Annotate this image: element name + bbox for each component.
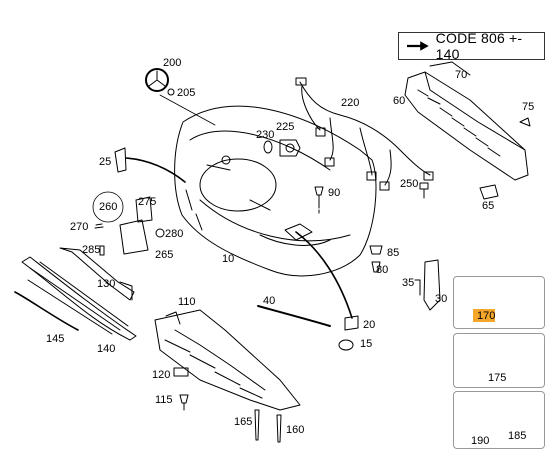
part-label-80[interactable]: 80: [376, 264, 388, 276]
lower-grille-drawing: [14, 247, 137, 341]
part-label-165[interactable]: 165: [234, 416, 252, 428]
part-label-30[interactable]: 30: [435, 293, 447, 305]
part-label-140[interactable]: 140: [97, 343, 115, 355]
impact-absorber-drawing: [404, 61, 531, 181]
part-label-35[interactable]: 35: [402, 277, 414, 289]
code-note-text: CODE 806 +- 140: [435, 30, 523, 62]
part-label-85[interactable]: 85: [387, 247, 399, 259]
part-label-275[interactable]: 275: [138, 196, 156, 208]
sensor-drawing: [263, 139, 301, 157]
part-label-260[interactable]: 260: [99, 201, 117, 213]
part-label-220[interactable]: 220: [341, 97, 359, 109]
part-label-65[interactable]: 65: [482, 200, 494, 212]
code-note-box: CODE 806 +- 140: [398, 30, 545, 62]
emblem-drawing: [145, 68, 216, 126]
inset-panel-170: [453, 276, 545, 329]
part-label-225[interactable]: 225: [276, 121, 294, 133]
part-label-200[interactable]: 200: [163, 57, 181, 69]
part-label-40[interactable]: 40: [263, 295, 275, 307]
part-label-145[interactable]: 145: [46, 333, 64, 345]
part-label-10[interactable]: 10: [222, 253, 234, 265]
part-label-280[interactable]: 280: [165, 228, 183, 240]
part-label-25[interactable]: 25: [99, 156, 111, 168]
license-bracket-drawing: [92, 191, 165, 256]
side-parts-drawing: [369, 245, 441, 311]
part-labels: 200 205 220 60 70 75 225 230 25 90 250 6…: [46, 57, 534, 436]
inset-panel-185: [453, 391, 545, 449]
inset-panel-175: [453, 333, 545, 388]
bumper-cover-drawing: [174, 105, 377, 277]
part-label-250[interactable]: 250: [400, 178, 418, 190]
underbody-panel-drawing: [154, 309, 301, 411]
part-label-20[interactable]: 20: [363, 319, 375, 331]
right-arrow-icon: [407, 41, 429, 51]
part-label-75[interactable]: 75: [522, 101, 534, 113]
part-label-90[interactable]: 90: [328, 187, 340, 199]
part-label-265[interactable]: 265: [155, 249, 173, 261]
clip-90-drawing: [314, 186, 324, 216]
part-label-60[interactable]: 60: [393, 95, 405, 107]
part-label-130[interactable]: 130: [97, 278, 115, 290]
bolt-250-drawing: [419, 182, 429, 199]
bracket-25-drawing: [114, 147, 186, 183]
part-label-270[interactable]: 270: [70, 221, 88, 233]
part-label-160[interactable]: 160: [286, 424, 304, 436]
part-label-15[interactable]: 15: [360, 338, 372, 350]
part-label-115[interactable]: 115: [155, 394, 173, 406]
part-label-120[interactable]: 120: [152, 369, 170, 381]
molding-strip-drawing: [257, 305, 331, 327]
tow-cap-drawing: [295, 231, 359, 351]
clips-drawing: [173, 367, 282, 443]
wiring-harness-drawing: [295, 77, 434, 191]
cover-65-drawing: [479, 184, 499, 200]
part-label-230[interactable]: 230: [256, 129, 274, 141]
part-label-205[interactable]: 205: [177, 87, 195, 99]
part-label-285[interactable]: 285: [82, 244, 100, 256]
part-label-110[interactable]: 110: [178, 296, 196, 308]
part-label-70[interactable]: 70: [455, 69, 467, 81]
